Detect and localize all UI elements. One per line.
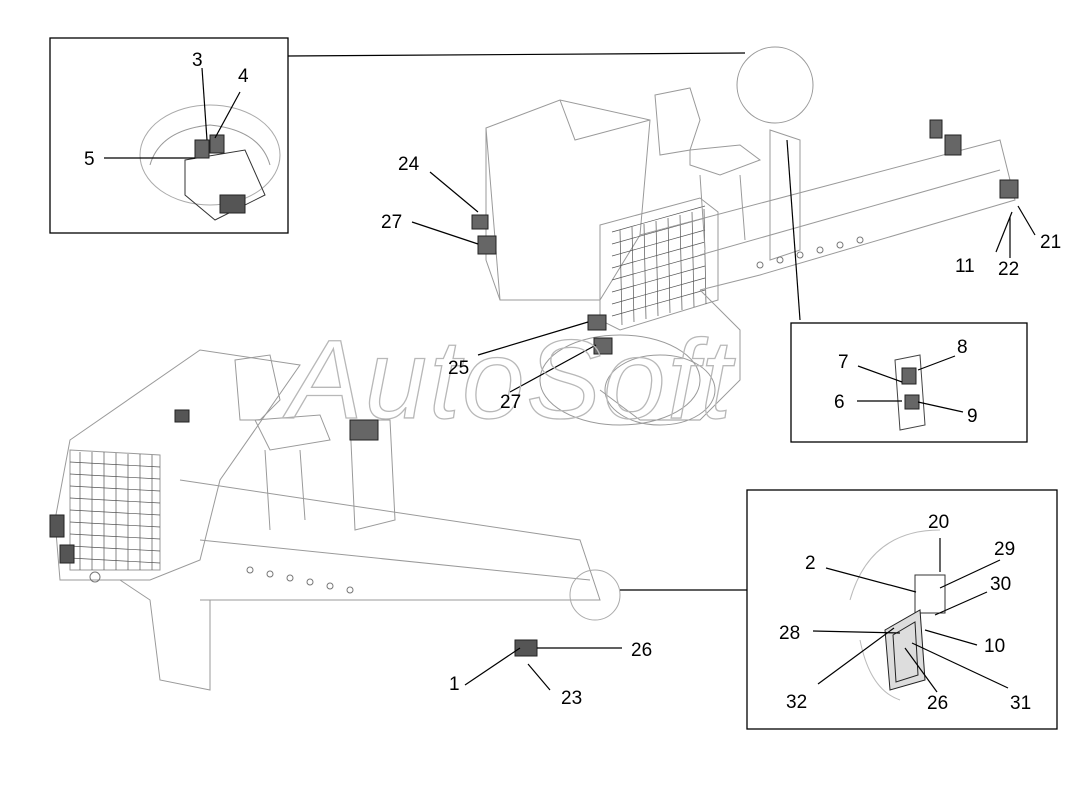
callout-2: 2 bbox=[805, 553, 816, 574]
callout-32: 32 bbox=[786, 692, 807, 713]
callout-24: 24 bbox=[398, 154, 420, 175]
callout-27b: 27 bbox=[500, 392, 521, 413]
callout-1: 1 bbox=[449, 674, 460, 695]
connector-lines bbox=[287, 52, 801, 591]
machine-sketch-lower bbox=[49, 349, 621, 691]
callout-7: 7 bbox=[838, 352, 849, 373]
callout-30: 30 bbox=[990, 574, 1011, 595]
leader-lines bbox=[104, 67, 1036, 693]
callout-10: 10 bbox=[984, 636, 1005, 657]
watermark: AutoSoft bbox=[282, 317, 736, 442]
callout-29: 29 bbox=[994, 539, 1015, 560]
detail-box-steering bbox=[49, 37, 289, 234]
callout-26: 26 bbox=[631, 640, 652, 661]
callout-22: 22 bbox=[998, 259, 1019, 280]
callout-3: 3 bbox=[192, 50, 203, 71]
callout-26b: 26 bbox=[927, 693, 948, 714]
callout-27a: 27 bbox=[381, 212, 402, 233]
callout-5: 5 bbox=[84, 149, 95, 170]
callout-6: 6 bbox=[834, 392, 845, 413]
callout-28: 28 bbox=[779, 623, 800, 644]
callout-31: 31 bbox=[1010, 693, 1031, 714]
callout-23: 23 bbox=[561, 688, 582, 709]
callout-25: 25 bbox=[448, 358, 469, 379]
callout-9: 9 bbox=[967, 406, 978, 427]
callout-4: 4 bbox=[238, 66, 249, 87]
callout-8: 8 bbox=[957, 337, 968, 358]
magnifier-circles bbox=[736, 46, 814, 124]
detail-box-switch bbox=[790, 322, 1028, 443]
callout-labels: 3 4 5 24 27 11 22 21 25 27 7 8 6 9 20 29… bbox=[84, 50, 1061, 714]
callout-21: 21 bbox=[1040, 232, 1061, 253]
lamp-glyphs bbox=[349, 119, 1019, 441]
machine-sketch-upper bbox=[485, 87, 1016, 426]
callout-11: 11 bbox=[955, 256, 975, 277]
callout-20: 20 bbox=[928, 512, 949, 533]
detail-box-lamp bbox=[746, 489, 1058, 730]
